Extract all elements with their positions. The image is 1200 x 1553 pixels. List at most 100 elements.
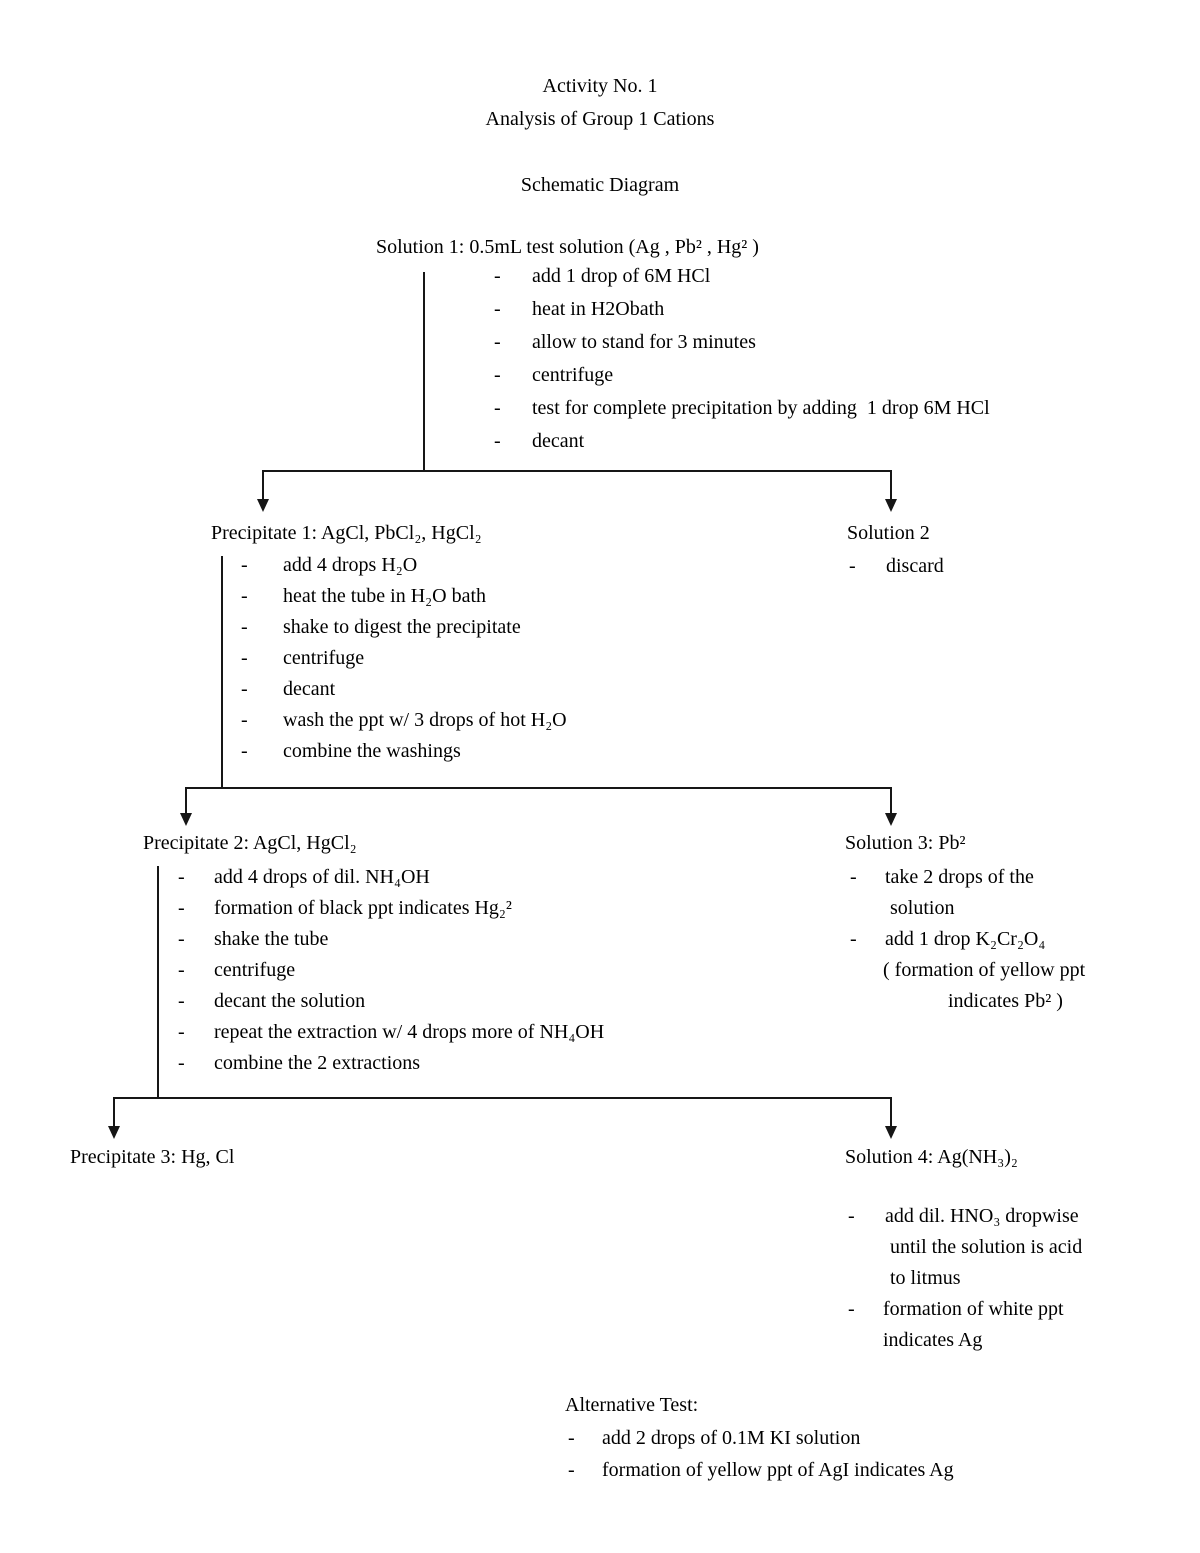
precipitate2-step-3: - shake the tube (178, 926, 328, 952)
precipitate2-step-1: - add 4 drops of dil. NH₄OH (178, 864, 430, 890)
step-text: formation of black ppt indicates Hg₂² (214, 897, 512, 919)
diagram-subtitle: Schematic Diagram (520, 174, 680, 196)
precipitate1-step-3: - shake to digest the precipitate (241, 614, 521, 640)
precipitate1-step-2: -heat the tube in H₂O bath (241, 583, 486, 609)
bullet-dash: - (494, 265, 501, 287)
step-text: discard (886, 555, 944, 577)
branch3-left-arrow-line (113, 1097, 115, 1127)
bullet-dash: - (178, 897, 185, 919)
step-text: take 2 drops of the (885, 866, 1034, 888)
bullet-dash: - (178, 959, 185, 981)
branch2-left-arrow-line (185, 787, 187, 814)
precipitate1-step-7: - combine the washings (241, 738, 461, 764)
precipitate1-stem-line (221, 556, 223, 787)
step-text: add 4 drops H₂O (283, 554, 418, 576)
bullet-dash: - (494, 397, 501, 419)
step-text: add dil. HNO₃ dropwise (885, 1205, 1079, 1227)
bullet-dash: - (178, 990, 185, 1012)
solution4-step-2: -formation of white ppt (848, 1296, 1064, 1322)
bullet-dash: - (850, 928, 857, 950)
solution1-step-6: - decant (494, 428, 584, 454)
precipitate1-step-1: - add 4 drops H₂O (241, 552, 417, 578)
solution3-step-2-cont2: indicates Pb² ) (948, 990, 1063, 1012)
activity-title: Analysis of Group 1 Cations (485, 108, 715, 130)
arrow-down-icon (257, 499, 269, 512)
solution4-step-1-cont2: to litmus (890, 1267, 961, 1289)
step-text: decant the solution (214, 990, 366, 1012)
solution3-title: Solution 3: Pb² (845, 832, 966, 854)
bullet-dash: - (178, 866, 185, 888)
solution4-step-1: -add dil. HNO₃ dropwise (848, 1203, 1079, 1229)
solution3-step-1-cont: solution (890, 897, 955, 919)
solution1-stem-line (423, 272, 425, 470)
step-text: shake to digest the precipitate (283, 616, 521, 638)
solution3-step-2-cont: ( formation of yellow ppt (883, 959, 1086, 981)
step-text: heat the tube in H₂O bath (283, 585, 487, 607)
step-text: add 1 drop of 6M HCl (532, 265, 711, 287)
bullet-dash: - (494, 298, 501, 320)
precipitate2-step-2: - formation of black ppt indicates Hg₂² (178, 895, 512, 921)
step-text: test for complete precipitation by addin… (532, 397, 990, 419)
branch2-right-arrow-line (890, 787, 892, 814)
step-text: formation of yellow ppt of AgI indicates… (602, 1459, 954, 1481)
step-text: heat in H2Obath (532, 298, 665, 320)
solution2-step-1: - discard (849, 553, 944, 579)
solution3-step-1: -take 2 drops of the (850, 864, 1034, 890)
step-text: allow to stand for 3 minutes (532, 331, 756, 353)
solution1-step-1: - add 1 drop of 6M HCl (494, 263, 710, 289)
bullet-dash: - (241, 616, 248, 638)
arrow-down-icon (885, 499, 897, 512)
bullet-dash: - (568, 1427, 575, 1449)
branch1-horizontal-line (263, 470, 892, 472)
step-text: combine the 2 extractions (214, 1052, 421, 1074)
bullet-dash: - (848, 1298, 855, 1320)
precipitate1-step-4: - centrifuge (241, 645, 364, 671)
precipitate3-title: Precipitate 3: Hg, Cl (70, 1146, 235, 1168)
bullet-dash: - (568, 1459, 575, 1481)
precipitate1-step-5: - decant (241, 676, 335, 702)
branch1-left-arrow-line (262, 470, 264, 500)
step-text: centrifuge (532, 364, 614, 386)
solution4-step-1-cont: until the solution is acid (890, 1236, 1083, 1258)
bullet-dash: - (178, 928, 185, 950)
step-text: add 2 drops of 0.1M KI solution (602, 1427, 861, 1449)
step-text: combine the washings (283, 740, 461, 762)
solution4-step-2-cont: indicates Ag (883, 1329, 983, 1351)
step-text: wash the ppt w/ 3 drops of hot H₂O (283, 709, 567, 731)
solution2-title: Solution 2 (847, 522, 930, 544)
solution1-title: Solution 1: 0.5mL test solution (Ag , Pb… (376, 236, 759, 258)
step-text: decant (532, 430, 585, 452)
precipitate2-step-4: -centrifuge (178, 957, 295, 983)
branch3-horizontal-line (114, 1097, 892, 1099)
step-text: decant (283, 678, 336, 700)
precipitate2-title: Precipitate 2: AgCl, HgCl₂ (143, 832, 357, 854)
branch1-right-arrow-line (890, 470, 892, 500)
precipitate1-title: Precipitate 1: AgCl, PbCl₂, HgCl₂ (211, 522, 482, 544)
arrow-down-icon (108, 1126, 120, 1139)
bullet-dash: - (241, 554, 248, 576)
bullet-dash: - (178, 1052, 185, 1074)
bullet-dash: - (494, 331, 501, 353)
bullet-dash: - (241, 709, 248, 731)
alternative-test-step-1: - add 2 drops of 0.1M KI solution (568, 1425, 860, 1451)
solution1-step-2: - heat in H2Obath (494, 296, 664, 322)
step-text: centrifuge (283, 647, 365, 669)
solution1-step-3: - allow to stand for 3 minutes (494, 329, 756, 355)
precipitate2-step-5: - decant the solution (178, 988, 365, 1014)
solution1-step-4: -centrifuge (494, 362, 613, 388)
bullet-dash: - (241, 740, 248, 762)
step-text: repeat the extraction w/ 4 drops more of… (214, 1021, 605, 1043)
step-text: shake the tube (214, 928, 329, 950)
step-text: add 4 drops of dil. NH₄OH (214, 866, 430, 888)
bullet-dash: - (241, 647, 248, 669)
alternative-test-title: Alternative Test: (565, 1394, 699, 1416)
bullet-dash: - (178, 1021, 185, 1043)
arrow-down-icon (180, 813, 192, 826)
precipitate2-step-7: - combine the 2 extractions (178, 1050, 420, 1076)
bullet-dash: - (494, 430, 501, 452)
bullet-dash: - (849, 555, 856, 577)
solution3-step-2: -add 1 drop K₂Cr₂O₄ (850, 926, 1045, 952)
bullet-dash: - (241, 678, 248, 700)
branch2-horizontal-line (186, 787, 892, 789)
